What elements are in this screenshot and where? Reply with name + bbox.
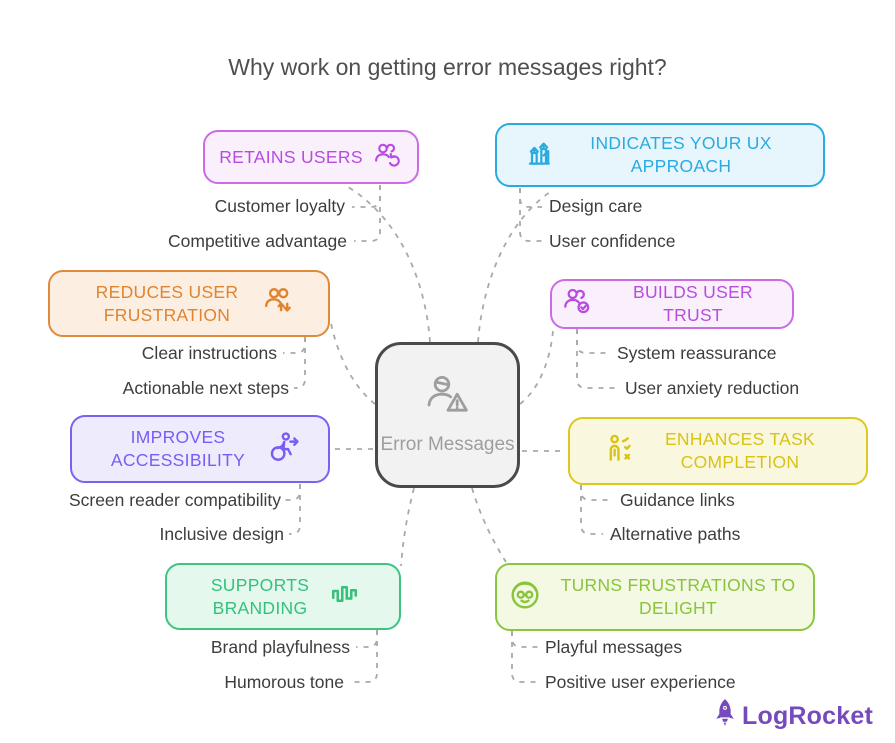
wheelchair-arrow-icon (266, 430, 300, 469)
connector-indicates-item-1 (519, 188, 542, 208)
connector-improves-item-1 (285, 484, 301, 501)
node-label: ENHANCES TASK COMPLETION (664, 429, 816, 472)
connector-retains-item-1 (352, 185, 381, 208)
connector-center-retains (347, 186, 431, 343)
sub-item-label: Guidance links (620, 490, 735, 510)
page-title: Why work on getting error messages right… (228, 54, 667, 80)
node-builds-user-trust: BUILDS USER TRUST (550, 279, 794, 329)
rocket-icon (711, 698, 739, 735)
sub-item-label: Brand playfulness (210, 637, 350, 657)
node-label: TURNS FRUSTRATIONS TO DELIGHT (560, 575, 796, 618)
connector-center-builds (519, 330, 554, 405)
sub-item-label: Inclusive design (159, 524, 284, 544)
users-refresh-icon (373, 140, 403, 175)
node-label: IMPROVES ACCESSIBILITY (110, 427, 246, 470)
connector-reduces-item-2 (294, 337, 306, 389)
connector-enhances-item-2 (580, 485, 603, 535)
connector-center-reduces (329, 317, 376, 405)
node-enhances-task-completion: ENHANCES TASK COMPLETION (568, 417, 868, 485)
node-label: INDICATES YOUR UX APPROACH (590, 133, 772, 176)
node-improves-accessibility: IMPROVES ACCESSIBILITY (70, 415, 330, 483)
sub-item-label: Alternative paths (610, 524, 741, 544)
node-indicates-ux-approach: INDICATES YOUR UX APPROACH (495, 123, 825, 187)
smiling-face-glasses-icon (507, 577, 543, 618)
users-check-icon (562, 286, 594, 323)
connector-center-turns (471, 487, 507, 563)
node-label: BUILDS USER TRUST (633, 282, 753, 325)
logrocket-logo: LogRocket (711, 698, 873, 735)
node-label: REDUCES USER FRUSTRATION (95, 281, 239, 325)
connector-turns-item-2 (511, 631, 538, 683)
node-reduces-user-frustration: REDUCES USER FRUSTRATION (48, 270, 330, 337)
node-label: SUPPORTS BRANDING (210, 574, 310, 618)
sub-item-label: Actionable next steps (122, 378, 289, 398)
connector-turns-item-1 (511, 631, 538, 648)
connector-builds-item-2 (576, 329, 618, 389)
sub-item-label: Clear instructions (141, 343, 277, 363)
center-node-label: Error Messages (380, 434, 515, 456)
sub-item-label: Playful messages (545, 637, 683, 657)
connector-supports-item-1 (356, 630, 378, 648)
node-retains-users: RETAINS USERS (203, 130, 419, 184)
sub-item-label: User anxiety reduction (625, 378, 800, 398)
sub-item-label: Competitive advantage (168, 231, 347, 251)
sub-item-label: Positive user experience (545, 672, 736, 692)
connector-supports-item-2 (350, 630, 378, 683)
sub-item-label: System reassurance (617, 343, 777, 363)
person-checklist-icon (604, 432, 638, 471)
sub-item-label: Humorous tone (224, 672, 344, 692)
node-label: RETAINS USERS (219, 146, 363, 167)
growth-arrows-icon (524, 137, 556, 174)
sub-item-label: Customer loyalty (214, 196, 345, 216)
sub-item-label: Design care (549, 196, 643, 216)
connector-center-supports (400, 487, 415, 567)
connector-indicates-item-2 (519, 188, 542, 242)
user-warning-icon (420, 372, 476, 427)
waveform-icon (328, 576, 364, 617)
node-supports-branding: SUPPORTS BRANDING (165, 563, 401, 630)
connector-builds-item-1 (576, 329, 610, 354)
sub-item-label: User confidence (549, 231, 676, 251)
logo-text: LogRocket (742, 702, 873, 730)
center-node-error-messages: Error Messages (375, 342, 520, 488)
connector-reduces-item-1 (283, 337, 306, 354)
connector-retains-item-2 (354, 185, 381, 242)
node-turns-frustrations-to-delight: TURNS FRUSTRATIONS TO DELIGHT (495, 563, 815, 631)
connector-center-indicates (477, 189, 554, 343)
users-sort-arrows-icon (262, 284, 296, 323)
sub-item-label: Screen reader compatibility (68, 490, 281, 510)
connector-enhances-item-1 (580, 485, 613, 501)
connector-improves-item-2 (289, 484, 301, 535)
